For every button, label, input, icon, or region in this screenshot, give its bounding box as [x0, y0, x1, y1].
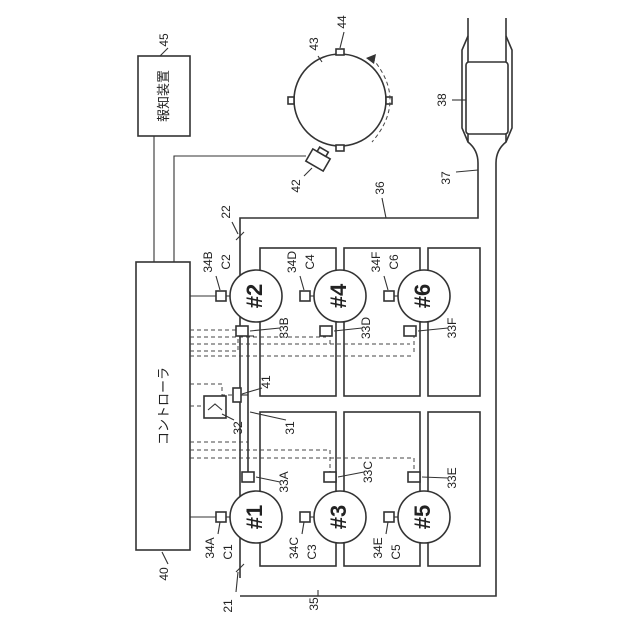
ref-41: 41 — [259, 375, 273, 389]
knock-sensor-34E — [384, 512, 394, 522]
cylinder-5: #5 — [398, 491, 450, 543]
injector-33C — [324, 472, 336, 482]
notification-device-label: 報知装置 — [156, 70, 171, 122]
knock-sensor-34D — [300, 291, 310, 301]
catalyst-38 — [466, 62, 508, 134]
rotor-tooth-bottom — [336, 145, 344, 151]
pressure-sensor-wire — [190, 384, 233, 395]
injector-33F — [404, 326, 416, 336]
ref-31: 31 — [283, 421, 297, 435]
knock-sensor-34A — [216, 512, 226, 522]
ref-40: 40 — [157, 567, 171, 581]
ref-34C: 34C — [287, 537, 301, 559]
ref-42: 42 — [289, 179, 303, 193]
crank-sensor — [306, 145, 333, 171]
rotor-tooth-top — [336, 49, 344, 55]
crank-rotor — [294, 54, 386, 146]
ref-37: 37 — [439, 171, 453, 185]
ref-34B: 34B — [201, 251, 215, 272]
injector-33D — [320, 326, 332, 336]
ref-44: 44 — [335, 15, 349, 29]
ref-C5: C5 — [389, 544, 403, 560]
ref-C3: C3 — [305, 544, 319, 560]
ref-36: 36 — [373, 181, 387, 195]
injector-33A — [242, 472, 254, 482]
ref-34F: 34F — [369, 252, 383, 273]
cylinder-1-label: #1 — [242, 505, 267, 529]
knock-sensor-34B — [216, 291, 226, 301]
ref-34A: 34A — [203, 537, 217, 558]
cylinder-6: #6 — [398, 270, 450, 322]
cylinder-3: #3 — [314, 491, 366, 543]
ref-C2: C2 — [219, 254, 233, 270]
ref-C1: C1 — [221, 544, 235, 560]
cylinder-4: #4 — [314, 270, 366, 322]
injector-33E — [408, 472, 420, 482]
ref-C6: C6 — [387, 254, 401, 270]
knock-sensor-34F — [384, 291, 394, 301]
rotor-tooth-left — [288, 97, 294, 104]
knock-sensor-34C — [300, 512, 310, 522]
cylinder-3-label: #3 — [326, 505, 351, 529]
ref-35: 35 — [307, 597, 321, 611]
cylinder-6-label: #6 — [410, 284, 435, 308]
rotor-tooth-right — [386, 97, 392, 104]
cylinder-1: #1 — [230, 491, 282, 543]
ref-22: 22 — [219, 205, 233, 219]
ref-C4: C4 — [303, 254, 317, 270]
ref-43: 43 — [307, 37, 321, 51]
injector-33B — [236, 326, 248, 336]
ref-32: 32 — [231, 421, 245, 435]
ref-38: 38 — [435, 93, 449, 107]
ref-21: 21 — [221, 599, 235, 613]
cylinder-4-label: #4 — [326, 283, 351, 308]
cylinder-2: #2 — [230, 270, 282, 322]
cylinder-5-label: #5 — [410, 505, 435, 529]
controller-label: コントローラ — [156, 367, 171, 445]
ref-34D: 34D — [285, 251, 299, 273]
ref-45: 45 — [157, 33, 171, 47]
ref-34E: 34E — [371, 537, 385, 558]
cylinder-2-label: #2 — [242, 284, 267, 308]
pressure-sensor — [233, 388, 241, 402]
